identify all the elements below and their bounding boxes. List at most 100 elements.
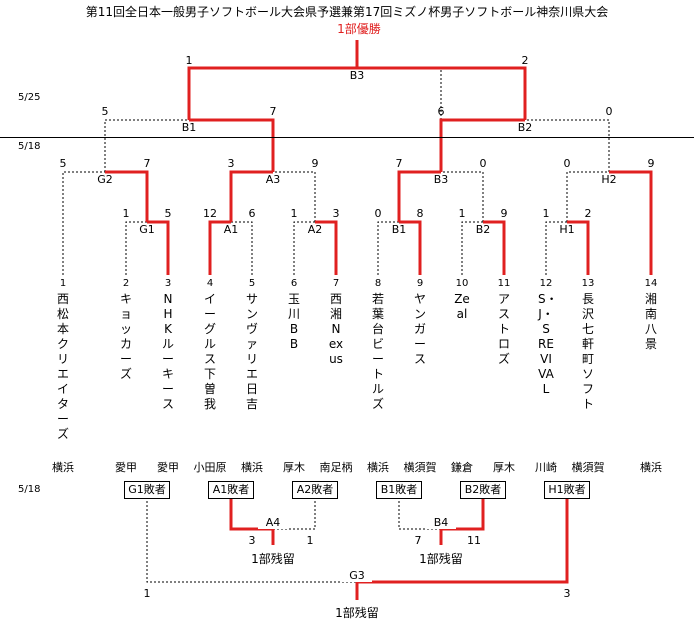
match-code: B3	[426, 174, 456, 186]
line-b1-win	[399, 220, 422, 275]
score: 6	[437, 105, 445, 118]
line-b4-left	[398, 497, 441, 530]
score: 1	[122, 207, 130, 220]
score: 12	[203, 207, 217, 220]
result-label: 1部残留	[419, 552, 463, 566]
team-prefecture: 南足柄	[319, 461, 353, 474]
score: 6	[248, 207, 256, 220]
line-a1-win	[208, 220, 231, 275]
score: 0	[563, 157, 571, 170]
line-g3-win	[355, 497, 569, 600]
team-prefecture: 横須賀	[403, 461, 437, 474]
team-name: アストロズ	[497, 292, 510, 366]
line-b2-win	[483, 220, 506, 275]
score: 5	[164, 207, 172, 220]
score: 7	[414, 534, 422, 547]
team-number: 11	[497, 278, 511, 289]
team-name: 玉川BB	[287, 292, 300, 351]
team-prefecture: 横浜	[367, 461, 389, 474]
loser-box-g1: G1敗者	[124, 481, 170, 499]
match-code: B2	[510, 122, 540, 134]
team-prefecture: 愛甲	[115, 461, 137, 474]
team-name: 若葉台ビートルズ	[371, 292, 384, 411]
loser-box-a1: A1敗者	[208, 481, 254, 499]
team-number: 9	[416, 278, 424, 289]
line-b3-right	[441, 171, 484, 222]
line-a4-right	[273, 497, 316, 530]
team-name: ヤンガース	[413, 292, 426, 366]
line-sb1-left	[104, 119, 189, 172]
line-final-win	[355, 40, 527, 120]
line-a2-left	[293, 221, 315, 275]
score: 0	[374, 207, 382, 220]
team-prefecture: 鎌倉	[451, 461, 473, 474]
team-number: 3	[164, 278, 172, 289]
line-a3-right	[273, 171, 316, 222]
team-name: S・J・S REVIVAL	[538, 292, 558, 396]
score: 3	[248, 534, 256, 547]
score: 1	[143, 587, 151, 600]
loser-box-h1: H1敗者	[544, 481, 590, 499]
team-prefecture: 横須賀	[571, 461, 605, 474]
line-g1-left	[125, 221, 147, 275]
score: 3	[563, 587, 571, 600]
score: 9	[311, 157, 319, 170]
team-name: 長沢七軒町ソフト	[581, 292, 594, 411]
match-code: B4	[426, 517, 456, 529]
team-name: 西湘 Nexus	[328, 292, 344, 366]
line-g3-left	[146, 497, 357, 583]
line-a3-win	[229, 170, 273, 222]
team-number: 2	[122, 278, 130, 289]
loser-box-a2: A2敗者	[292, 481, 338, 499]
team-number: 6	[290, 278, 298, 289]
date-divider	[0, 137, 694, 138]
match-code: G3	[342, 570, 372, 582]
winner-label: 1部優勝	[337, 22, 381, 36]
result-label: 1部残留	[335, 606, 379, 620]
match-code: B3	[342, 70, 372, 82]
team-number: 14	[644, 278, 658, 289]
score: 3	[227, 157, 235, 170]
line-h1-win	[567, 220, 590, 275]
date-label: 5/18	[18, 484, 41, 495]
match-code: B2	[468, 224, 498, 236]
score: 5	[101, 105, 109, 118]
score: 1	[542, 207, 550, 220]
line-g2-win	[105, 170, 149, 222]
team-number: 4	[206, 278, 214, 289]
line-g2-left	[62, 171, 105, 275]
winner-lines	[105, 40, 653, 600]
loser-box-b1: B1敗者	[376, 481, 422, 499]
line-final-left-solid	[187, 66, 357, 120]
team-number: 13	[581, 278, 595, 289]
team-number: 8	[374, 278, 382, 289]
team-prefecture: 川崎	[535, 461, 557, 474]
score: 0	[605, 105, 613, 118]
team-name: 湘南八景	[644, 292, 657, 351]
line-h1-left	[545, 221, 567, 275]
score: 7	[395, 157, 403, 170]
score: 7	[269, 105, 277, 118]
match-code: B1	[384, 224, 414, 236]
date-label: 5/25	[18, 92, 41, 103]
score: 5	[59, 157, 67, 170]
score: 2	[521, 54, 529, 67]
team-prefecture: 愛甲	[157, 461, 179, 474]
match-code: A3	[258, 174, 288, 186]
team-number: 1	[59, 278, 67, 289]
score: 3	[332, 207, 340, 220]
score: 1	[458, 207, 466, 220]
line-b4-win	[439, 497, 485, 545]
team-prefecture: 横浜	[640, 461, 662, 474]
score: 7	[143, 157, 151, 170]
line-a1-right	[231, 221, 253, 275]
match-code: B1	[174, 122, 204, 134]
line-sb1-win	[189, 118, 275, 172]
score: 9	[500, 207, 508, 220]
match-code: A2	[300, 224, 330, 236]
match-code: A1	[216, 224, 246, 236]
line-sb2-right	[525, 119, 610, 172]
line-b3-win	[397, 170, 441, 222]
team-number: 5	[248, 278, 256, 289]
team-name: キョッカーズ	[119, 292, 132, 381]
